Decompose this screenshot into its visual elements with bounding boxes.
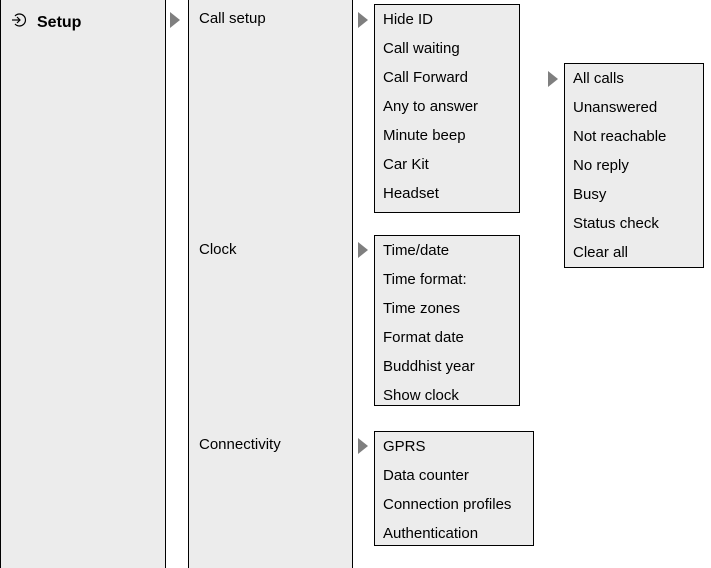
arrow-right-icon <box>170 12 180 28</box>
setup-label: Setup <box>37 13 82 31</box>
arrow-right-icon <box>358 12 368 28</box>
call-forward-item[interactable]: Status check <box>573 215 659 232</box>
connectivity-item[interactable]: GPRS <box>383 438 426 455</box>
call-forward-item[interactable]: Not reachable <box>573 128 667 145</box>
setup-menu-title[interactable]: Setup <box>11 10 81 35</box>
connectivity-item[interactable]: Data counter <box>383 467 469 484</box>
call-setup-item[interactable]: Minute beep <box>383 127 466 144</box>
connectivity-item[interactable]: Connection profiles <box>383 496 512 513</box>
menu-item-call-setup[interactable]: Call setup <box>199 10 266 27</box>
connectivity-item[interactable]: Authentication <box>383 525 479 542</box>
call-setup-item[interactable]: Call Forward <box>383 69 469 86</box>
call-forward-item[interactable]: Clear all <box>573 244 629 261</box>
arrow-right-icon <box>358 438 368 454</box>
call-setup-item[interactable]: Any to answer <box>383 98 479 115</box>
clock-item[interactable]: Time/date <box>383 242 450 259</box>
call-setup-item[interactable]: Headset <box>383 185 439 202</box>
menu-column-root: Setup <box>0 0 166 568</box>
call-setup-item[interactable]: Call waiting <box>383 40 460 57</box>
clock-item[interactable]: Time zones <box>383 300 460 317</box>
call-setup-item[interactable]: Car Kit <box>383 156 429 173</box>
clock-item[interactable]: Time format: <box>383 271 467 288</box>
clock-item[interactable]: Show clock <box>383 387 459 404</box>
menu-item-connectivity[interactable]: Connectivity <box>199 436 281 453</box>
clock-item[interactable]: Format date <box>383 329 464 346</box>
call-forward-item[interactable]: Unanswered <box>573 99 658 116</box>
menu-column-setup: Call setup Clock Connectivity <box>188 0 353 568</box>
setup-icon <box>11 10 37 35</box>
clock-item[interactable]: Buddhist year <box>383 358 475 375</box>
menu-item-clock[interactable]: Clock <box>199 241 237 258</box>
call-forward-item[interactable]: No reply <box>573 157 629 174</box>
call-forward-item[interactable]: All calls <box>573 70 624 87</box>
arrow-right-icon <box>548 71 558 87</box>
call-forward-item[interactable]: Busy <box>573 186 607 203</box>
call-setup-item[interactable]: Hide ID <box>383 11 434 28</box>
arrow-right-icon <box>358 242 368 258</box>
